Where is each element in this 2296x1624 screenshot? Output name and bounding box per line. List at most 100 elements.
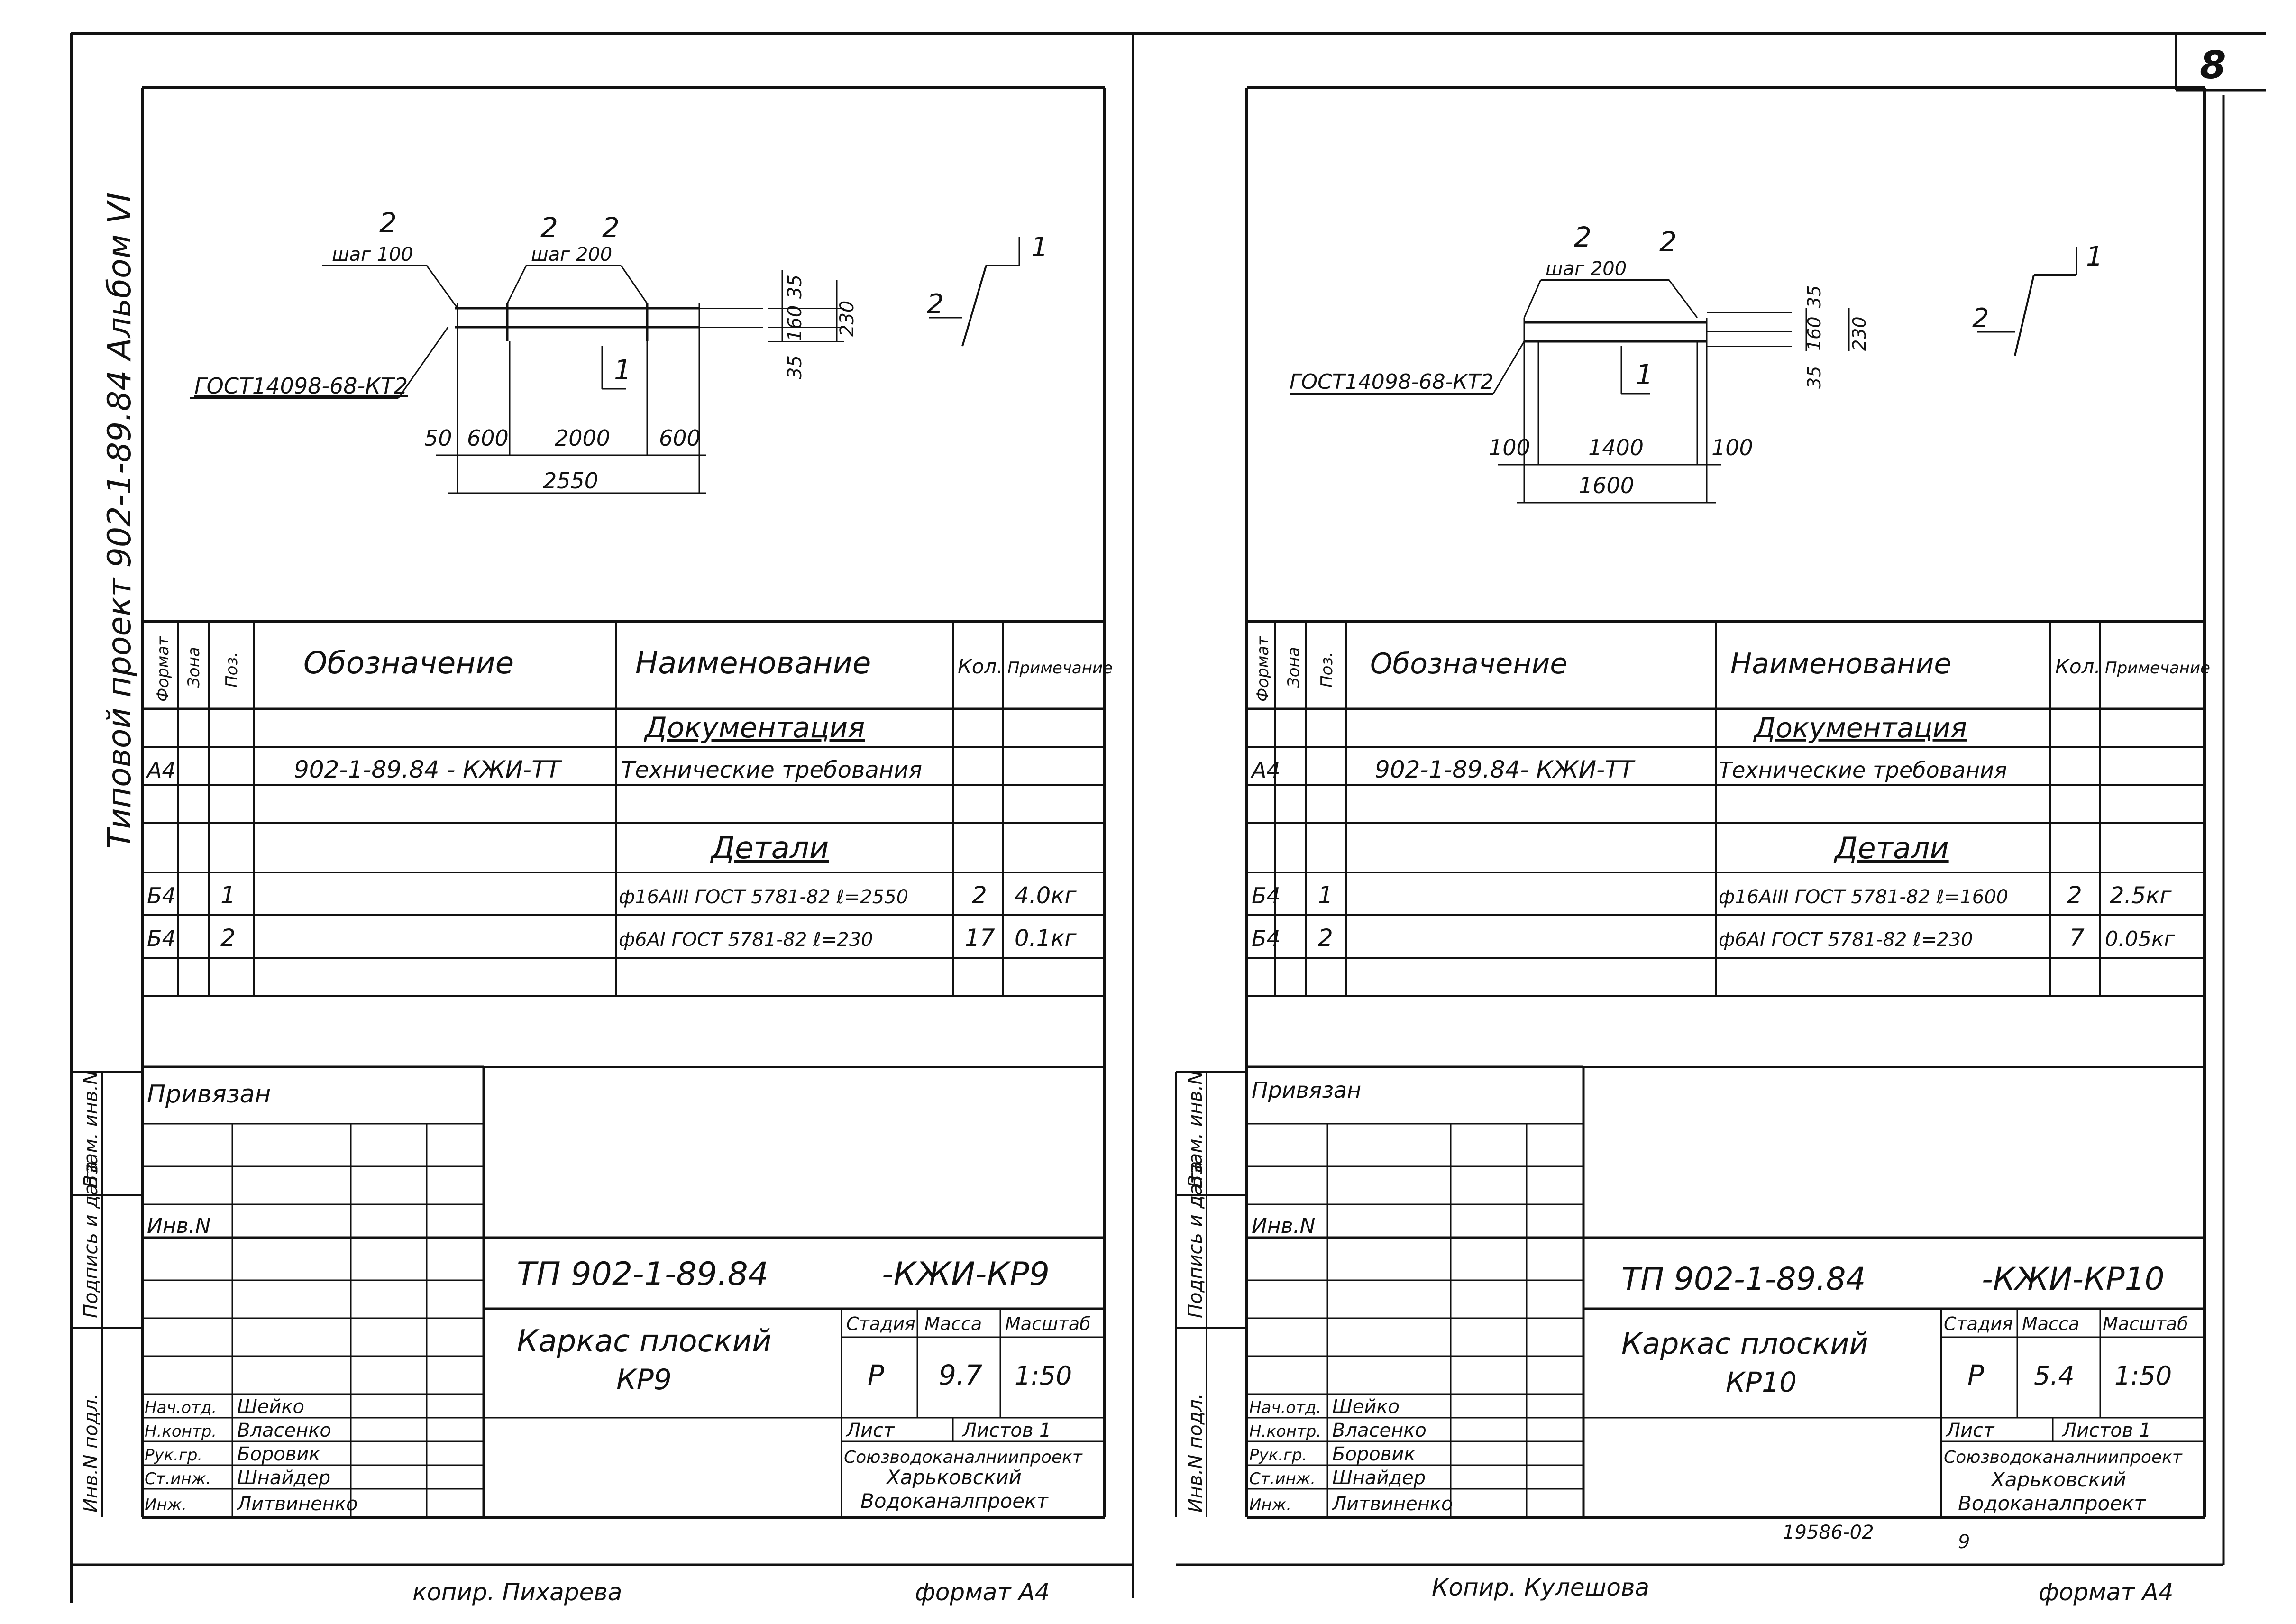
person-role: Инж. <box>1249 1496 1291 1514</box>
row-name: ф16АIII ГОСТ 5781-82 ℓ=2550 <box>619 886 908 908</box>
row-name: ф6АI ГОСТ 5781-82 ℓ=230 <box>1719 929 1973 951</box>
col-header-zone: Зона <box>184 647 203 688</box>
row-note: 0.05кг <box>2105 927 2176 951</box>
rebar-drawing-kp9 <box>190 237 1020 494</box>
col-header-pos: Поз. <box>1317 652 1336 688</box>
rebar-drawing-kp10 <box>1290 247 2077 504</box>
row-format: А4 <box>146 757 176 783</box>
sheets-label: Листов 1 <box>961 1420 1052 1441</box>
total-dim-label: 1600 <box>1579 473 1634 498</box>
pos-label: 2 <box>379 207 397 239</box>
drawing-labels-kp10: ГОСТ14098-68-КТ2 2 2 1 шаг 200 100 1400 … <box>1290 221 2103 498</box>
row-note: 0.1кг <box>1015 925 1077 952</box>
spec-table-kp10 <box>1247 620 2205 1068</box>
row-name: Технические требования <box>1719 757 2007 783</box>
format-label: формат А4 <box>915 1578 1050 1606</box>
step-label: шаг 100 <box>332 244 413 266</box>
title-block-kp9-text: Привязан Инв.N ТП 902-1-89.84 -КЖИ-КР9 К… <box>145 1080 1091 1515</box>
pos-label: 1 <box>614 354 631 386</box>
sheet-kp9: ГОСТ14098-68-КТ2 2 2 2 1 шаг 100 шаг 200… <box>141 86 1113 1606</box>
person-role: Ст.инж. <box>1249 1469 1316 1488</box>
height-dim: 230 <box>836 301 858 337</box>
spec-table-kp10-text: Формат Зона Поз. Обозначение Наименовани… <box>1250 636 2210 952</box>
left-stamp-kp10 <box>1175 1071 1247 1517</box>
row-qty: 17 <box>965 924 995 952</box>
mass-header: Масса <box>924 1313 982 1334</box>
left-label-signature: Подпись и дата <box>1185 1161 1207 1318</box>
height-dim: 35 <box>784 275 806 299</box>
height-dim: 230 <box>1849 316 1870 351</box>
person-name: Власенко <box>1332 1420 1427 1441</box>
sheet-label: Лист <box>1945 1420 1995 1441</box>
pos-label: 2 <box>1659 226 1677 258</box>
row-pos: 1 <box>220 881 236 909</box>
left-label-inv-orig: Инв.N подл. <box>80 1393 102 1513</box>
gost-label: ГОСТ14098-68-КТ2 <box>1290 370 1494 394</box>
row-format: Б4 <box>147 883 176 908</box>
org-line: Харьковский <box>1990 1468 2126 1491</box>
person-name: Шейко <box>1332 1396 1400 1418</box>
pos-label: 2 <box>602 211 620 244</box>
person-role: Рук.гр. <box>145 1446 202 1465</box>
row-format: А4 <box>1250 757 1281 783</box>
person-name: Власенко <box>237 1420 331 1441</box>
title-block-kp10 <box>1247 1065 2205 1517</box>
height-dim: 160 <box>784 305 806 341</box>
left-label-replaced: Взам. инв.N <box>1185 1071 1207 1188</box>
person-name: Шейко <box>237 1396 304 1418</box>
height-dim: 35 <box>784 355 806 379</box>
inv-label: Инв.N <box>147 1214 211 1238</box>
section-label: 2 <box>1972 303 1989 334</box>
person-name: Шнайдер <box>1332 1467 1426 1489</box>
drawing-code-suffix: -КЖИ-КР9 <box>882 1256 1050 1293</box>
spec-table-kp9-text: Формат Зона Поз. Обозначение Наименовани… <box>146 636 1113 952</box>
org-line: Водоканалпроект <box>860 1489 1049 1513</box>
step-label: шаг 200 <box>1546 258 1627 280</box>
dim-label: 2000 <box>555 425 610 451</box>
drawing-code-suffix: -КЖИ-КР10 <box>1982 1261 2165 1297</box>
drawing-title: Каркас плоский <box>1621 1326 1868 1361</box>
inv-label: Инв.N <box>1252 1214 1316 1238</box>
dim-label: 600 <box>659 425 701 451</box>
sheet-kp10: ГОСТ14098-68-КТ2 2 2 1 шаг 200 100 1400 … <box>1245 86 2210 1606</box>
left-label-replaced: Взам. инв.N <box>80 1071 102 1188</box>
pos-label: 1 <box>1636 358 1653 391</box>
col-header-name: Наименование <box>635 646 871 681</box>
col-header-qty: Кол. <box>2055 655 2101 678</box>
person-name: Боровик <box>1332 1443 1416 1465</box>
left-label-signature: Подпись и дата <box>80 1161 102 1318</box>
row-format: Б4 <box>147 926 176 951</box>
archive-number: 19586-02 <box>1783 1522 1874 1543</box>
col-header-designation: Обозначение <box>1370 647 1567 680</box>
sheet-number: 8 <box>2200 43 2226 87</box>
row-note: 4.0кг <box>1015 882 1077 909</box>
person-role: Нач.отд. <box>145 1398 217 1417</box>
row-format: Б4 <box>1252 926 1281 951</box>
left-label-inv-orig: Инв.N подл. <box>1185 1393 1207 1513</box>
mass-value: 5.4 <box>2034 1361 2075 1391</box>
section-label: 1 <box>1031 232 1048 263</box>
row-qty: 2 <box>2067 881 2082 909</box>
person-name: Боровик <box>237 1443 320 1465</box>
person-role: Ст.инж. <box>145 1469 211 1488</box>
col-header-pos: Поз. <box>222 652 241 688</box>
col-header-zone: Зона <box>1284 647 1303 688</box>
pos-label: 2 <box>1574 221 1592 253</box>
gost-label: ГОСТ14098-68-КТ2 <box>194 373 408 399</box>
drawing-code: ТП 902-1-89.84 <box>517 1256 768 1293</box>
section-docs: Документация <box>643 711 865 744</box>
scale-header: Масштаб <box>1005 1313 1091 1334</box>
sheets-label: Листов 1 <box>2061 1420 2151 1441</box>
dim-label: 50 <box>424 425 452 451</box>
step-label: шаг 200 <box>531 244 612 266</box>
height-dim: 160 <box>1804 316 1825 351</box>
album-stamp: Типовой проект 902-1-89.84 Альбом VI <box>101 193 138 849</box>
person-name: Шнайдер <box>237 1467 330 1489</box>
stage-value: Р <box>868 1359 884 1391</box>
height-dim: 35 <box>1804 285 1825 308</box>
col-header-qty: Кол. <box>958 655 1003 678</box>
org-line: Харьковский <box>886 1466 1022 1489</box>
dim-label: 600 <box>467 425 509 451</box>
col-header-note: Примечание <box>1007 659 1113 678</box>
row-name: ф16АIII ГОСТ 5781-82 ℓ=1600 <box>1719 886 2008 908</box>
